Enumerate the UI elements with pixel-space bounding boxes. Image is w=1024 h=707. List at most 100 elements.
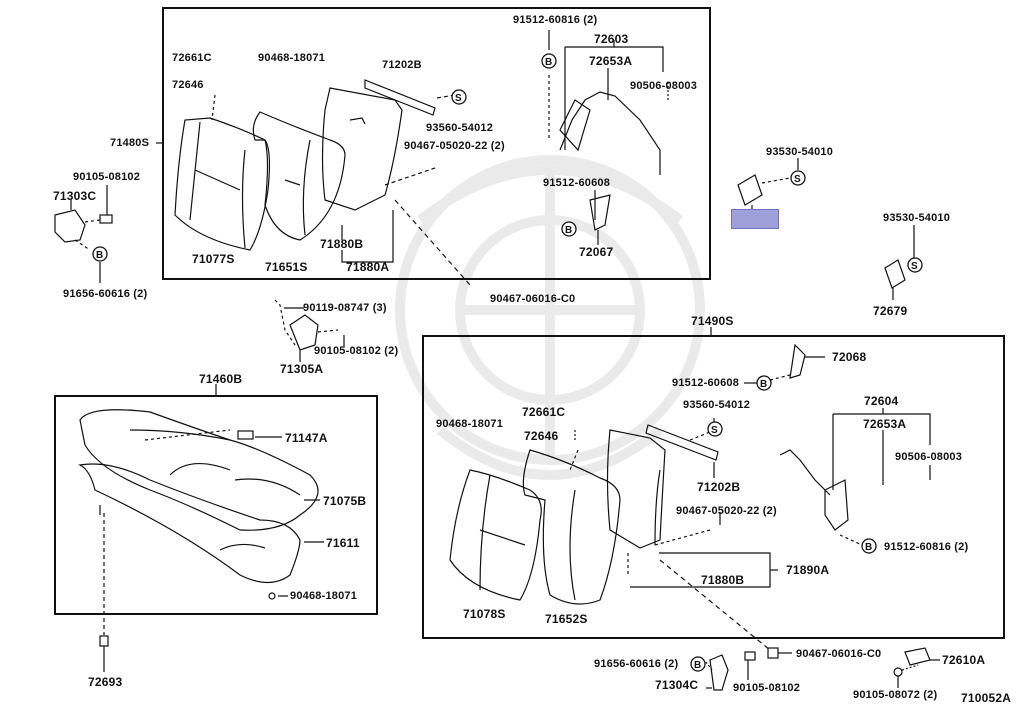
part-label[interactable]: 71880B xyxy=(320,237,364,251)
part-label[interactable]: 71303C xyxy=(53,189,97,203)
part-label[interactable]: 90119-08747 (3) xyxy=(303,302,387,314)
part-label[interactable]: 72661C xyxy=(172,52,212,64)
screw-symbol: S xyxy=(907,257,923,273)
part-label[interactable]: 71880B xyxy=(701,573,745,587)
part-label[interactable]: 71890A xyxy=(786,563,830,577)
svg-text:B: B xyxy=(865,542,872,553)
part-label[interactable]: 90468-18071 xyxy=(290,590,358,602)
seat-cushion-71075B xyxy=(79,409,319,531)
part-label[interactable]: 71304C xyxy=(655,678,699,692)
part-label[interactable]: 72653A xyxy=(863,417,907,431)
bolt-symbol: B xyxy=(92,246,108,262)
bolt-symbol: B xyxy=(690,656,706,672)
hinge-71305A xyxy=(289,314,319,351)
part-label[interactable]: 71880A xyxy=(346,260,390,274)
bolt-symbol: B xyxy=(756,375,772,391)
screw-symbol: S xyxy=(451,89,467,105)
part-label[interactable]: 71147A xyxy=(285,431,328,445)
part-label[interactable]: 71077S xyxy=(192,252,235,266)
bracket-72067 xyxy=(589,194,611,231)
part-label[interactable]: 72693 xyxy=(88,675,123,689)
part-label[interactable]: 90105-08072 (2) xyxy=(853,689,938,701)
seatback-board xyxy=(321,87,403,211)
part-label[interactable]: 71652S xyxy=(545,612,588,626)
screw-symbol: S xyxy=(790,170,806,186)
part-label[interactable]: 90506-08003 xyxy=(895,451,963,463)
part-label[interactable]: 90105-08102 (2) xyxy=(314,345,399,357)
part-label[interactable]: 72068 xyxy=(832,350,867,364)
svg-text:S: S xyxy=(711,425,718,436)
part-label[interactable]: 93530-54010 xyxy=(766,146,834,158)
clip-72679 xyxy=(884,259,906,289)
part-label[interactable]: 90467-06016-C0 xyxy=(796,648,882,660)
bracket-71202B xyxy=(364,79,436,116)
part-label[interactable]: 71202B xyxy=(382,59,422,71)
part-label[interactable]: 93560-54012 xyxy=(426,122,494,134)
bracket-72068 xyxy=(789,343,806,379)
diagram-id: 710052A xyxy=(961,691,1012,705)
part-label[interactable]: 72604 xyxy=(864,394,899,408)
part-label-71480S[interactable]: 71480S xyxy=(110,137,150,149)
part-label[interactable]: 91512-60816 (2) xyxy=(884,541,969,553)
hinge-71303C xyxy=(54,209,86,243)
part-label[interactable]: 72610A xyxy=(942,653,986,667)
seatback-board-rear xyxy=(606,429,666,549)
hinge-71304C xyxy=(709,654,729,691)
part-label[interactable]: 90468-18071 xyxy=(258,52,326,64)
part-label[interactable]: 90467-05020-22 (2) xyxy=(676,505,777,517)
part-label[interactable]: 93560-54012 xyxy=(683,399,751,411)
bolt-symbol: B xyxy=(861,538,877,554)
svg-text:S: S xyxy=(794,174,801,185)
part-label[interactable]: 90467-06016-C0 xyxy=(490,293,576,305)
selected-part-highlight[interactable] xyxy=(731,209,779,229)
part-label[interactable]: 72646 xyxy=(524,429,559,443)
part-label[interactable]: 91656-60616 (2) xyxy=(594,658,679,670)
bracket-71202B-rear xyxy=(645,424,719,461)
part-label[interactable]: 71202B xyxy=(697,480,741,494)
part-label[interactable]: 90105-08102 xyxy=(73,171,141,183)
watermark-emblem xyxy=(395,155,705,480)
part-label[interactable]: 93530-54010 xyxy=(883,212,951,224)
part-label[interactable]: 72646 xyxy=(172,79,204,91)
part-label[interactable]: 71611 xyxy=(326,536,360,550)
part-label[interactable]: 72603 xyxy=(594,32,629,46)
part-label[interactable]: 71078S xyxy=(463,607,506,621)
part-label-71460B[interactable]: 71460B xyxy=(199,372,243,386)
svg-text:B: B xyxy=(760,379,767,390)
bracket-72610A xyxy=(904,647,931,666)
svg-text:B: B xyxy=(694,660,701,671)
part-label[interactable]: 72067 xyxy=(579,245,614,259)
part-label[interactable]: 91656-60616 (2) xyxy=(63,288,148,300)
part-label[interactable]: 72661C xyxy=(522,405,566,419)
part-label[interactable]: 90105-08102 xyxy=(733,682,801,694)
seat-cushion-frame xyxy=(54,395,378,615)
part-label[interactable]: 72653A xyxy=(589,54,633,68)
seat-cushion-71611 xyxy=(78,463,301,584)
svg-text:B: B xyxy=(565,225,572,236)
part-label[interactable]: 90468-18071 xyxy=(436,418,504,430)
part-label-71490S[interactable]: 71490S xyxy=(691,314,734,328)
part-label[interactable]: 90506-08003 xyxy=(630,80,698,92)
part-label[interactable]: 71075B xyxy=(323,494,367,508)
clip-upper xyxy=(737,174,763,206)
svg-text:B: B xyxy=(96,250,103,261)
part-label[interactable]: 71651S xyxy=(265,260,308,274)
lock-cable-rear xyxy=(779,449,831,496)
seatback-71077S xyxy=(174,117,271,251)
part-label[interactable]: 91512-60816 (2) xyxy=(513,14,598,26)
seatback-71078S xyxy=(449,469,542,601)
bolt-symbol: B xyxy=(541,53,557,69)
rear-seatback-frame xyxy=(422,335,1005,639)
lock-cable xyxy=(559,91,661,175)
bolt-symbol: B xyxy=(561,221,577,237)
part-label[interactable]: 91512-60608 xyxy=(672,377,740,389)
part-label[interactable]: 90467-05020-22 (2) xyxy=(404,140,505,152)
svg-text:S: S xyxy=(455,93,462,104)
seatback-71651S xyxy=(252,111,346,241)
part-label[interactable]: 72679 xyxy=(873,304,908,318)
part-label[interactable]: 91512-60608 xyxy=(543,177,611,189)
part-label[interactable]: 71305A xyxy=(280,362,324,376)
svg-text:B: B xyxy=(545,57,552,68)
